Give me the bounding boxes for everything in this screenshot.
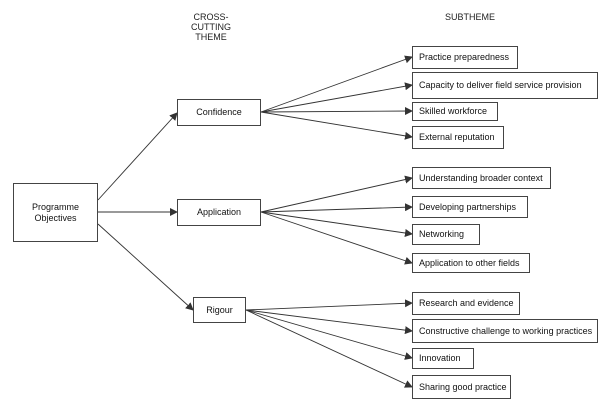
subtheme-box: Practice preparedness — [412, 46, 518, 69]
subtheme-header: SUBTHEME — [444, 12, 495, 22]
subtheme-box: External reputation — [412, 126, 504, 149]
header-line: THEME — [195, 32, 227, 42]
cross-cutting-theme-header: CROSS-CUTTING THEME — [176, 12, 246, 42]
root-label-line1: Programme — [31, 201, 79, 212]
subtheme-box: Constructive challenge to working practi… — [412, 319, 598, 343]
connector-arrow — [97, 223, 194, 311]
subtheme-label: Application to other fields — [419, 257, 520, 268]
subtheme-box: Application to other fields — [412, 253, 530, 273]
connector-arrow — [245, 309, 413, 360]
subtheme-label: Sharing good practice — [419, 381, 507, 392]
subtheme-label: Capacity to deliver field service provis… — [419, 80, 582, 90]
subtheme-box: Skilled workforce — [412, 102, 498, 121]
subtheme-label: Practice preparedness — [419, 52, 510, 62]
theme-box-rigour: Rigour — [193, 297, 246, 323]
connector-arrow — [260, 55, 413, 113]
subtheme-box: Networking — [412, 224, 480, 245]
subtheme-box: Understanding broader context — [412, 167, 551, 189]
subtheme-label: Networking — [419, 229, 465, 239]
header-line: CROSS-CUTTING — [191, 12, 231, 32]
subtheme-box: Developing partnerships — [412, 196, 528, 218]
connector-arrow — [260, 175, 413, 213]
root-label-line2: Objectives — [34, 212, 77, 223]
connector-arrow — [245, 309, 413, 335]
subtheme-label: External reputation — [419, 132, 495, 142]
theme-label: Rigour — [206, 304, 233, 315]
connector-arrow — [260, 82, 413, 113]
connector-arrow — [260, 211, 413, 237]
connector-arrow — [260, 111, 413, 140]
programme-objectives-box: Programme Objectives — [13, 183, 98, 242]
subtheme-box: Sharing good practice — [412, 375, 511, 399]
subtheme-label: Research and evidence — [419, 298, 514, 308]
subtheme-label: Skilled workforce — [419, 106, 488, 116]
subtheme-label: Innovation — [419, 353, 461, 363]
theme-box-application: Application — [177, 199, 261, 226]
connector-arrow — [260, 211, 413, 265]
subtheme-box: Capacity to deliver field service provis… — [412, 72, 598, 99]
theme-label: Confidence — [196, 107, 242, 117]
theme-label: Application — [196, 207, 242, 217]
connector-arrow — [260, 203, 413, 213]
subtheme-label: Understanding broader context — [419, 172, 543, 183]
theme-box-confidence: Confidence — [177, 99, 261, 126]
connector-arrow — [97, 112, 178, 201]
connector-arrow — [245, 299, 413, 311]
connector-arrow — [245, 309, 413, 388]
subtheme-label: Developing partnerships — [419, 201, 517, 212]
subtheme-box: Research and evidence — [412, 292, 520, 315]
connector-arrow — [260, 107, 413, 116]
subtheme-box: Innovation — [412, 348, 474, 369]
subtheme-label: Constructive challenge to working practi… — [419, 325, 593, 336]
